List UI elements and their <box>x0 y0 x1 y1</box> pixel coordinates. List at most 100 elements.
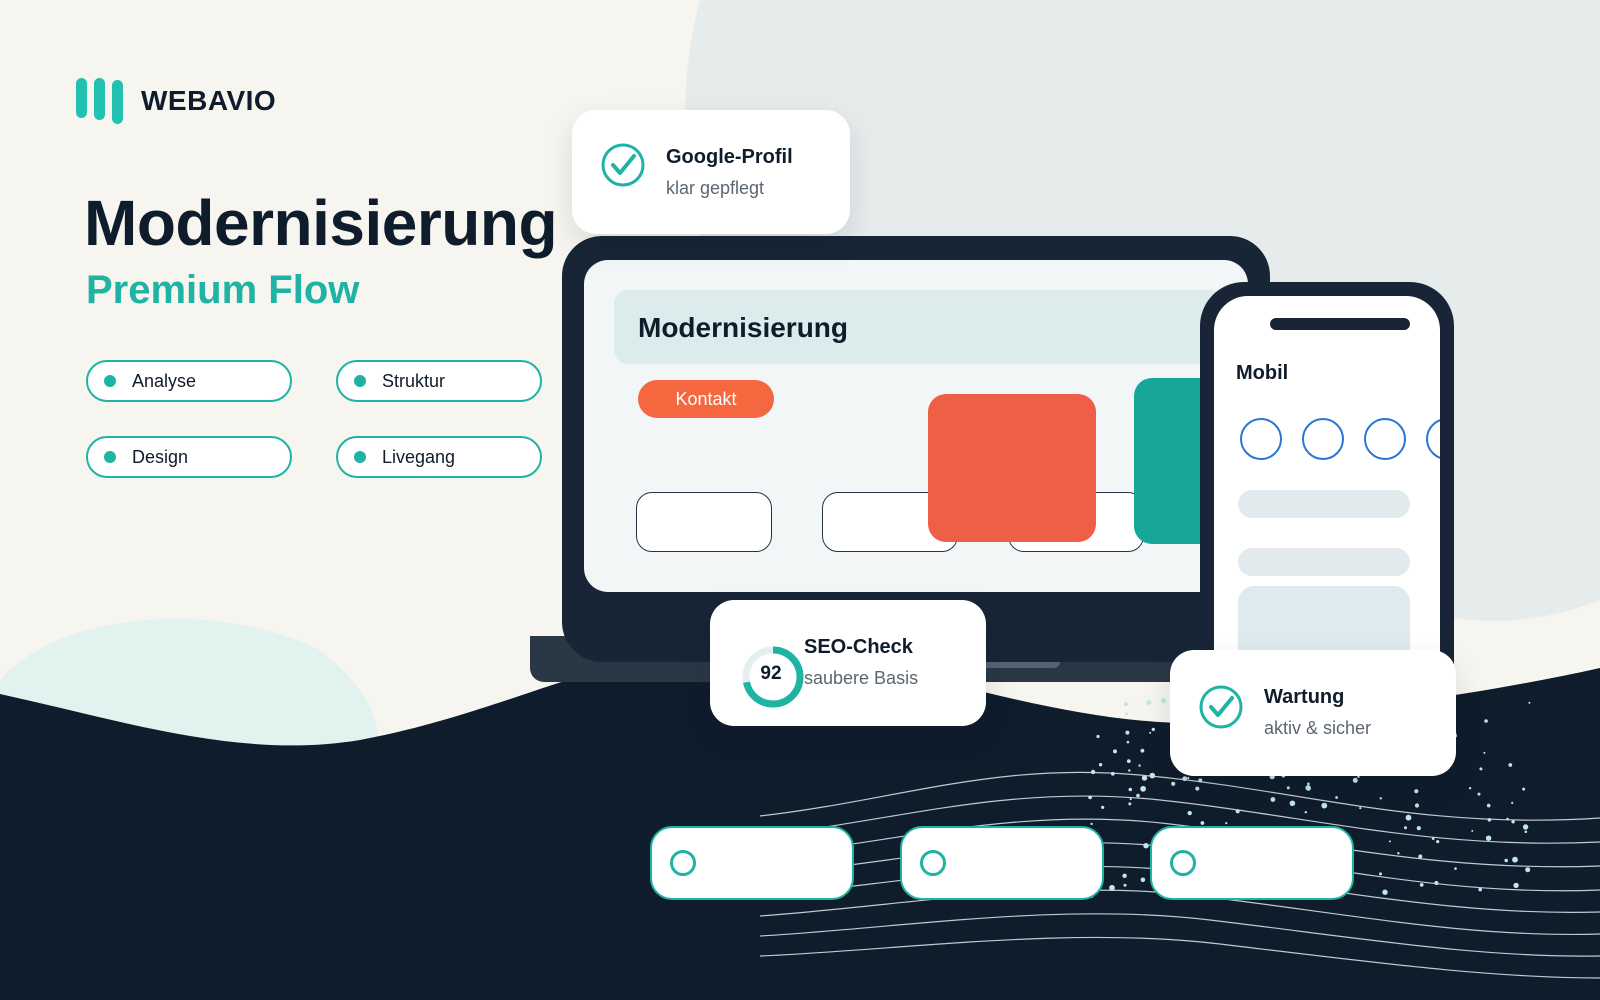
check-circle-icon <box>601 143 645 187</box>
decor-dot <box>1468 787 1472 790</box>
decor-dot <box>1182 776 1188 782</box>
decor-dot <box>1414 789 1419 794</box>
decor-dot <box>1414 803 1420 808</box>
step-label: Analyse <box>132 370 197 391</box>
decor-dot <box>1479 767 1483 771</box>
decor-dot <box>1125 712 1128 716</box>
option-chip[interactable] <box>900 826 1104 900</box>
decor-dot <box>1140 877 1146 883</box>
option-chip[interactable] <box>650 826 854 900</box>
decor-dot <box>1126 740 1130 744</box>
decor-dot <box>1436 840 1440 844</box>
decor-dot <box>1416 826 1421 831</box>
step-pill-analyse[interactable]: Analyse <box>86 360 292 402</box>
brand-name: WEBAVIO <box>141 85 277 116</box>
decor-dot <box>1431 837 1435 840</box>
card-title: Google-Profil <box>666 146 793 168</box>
circle-option-icon[interactable] <box>1240 418 1282 460</box>
decor-dot <box>1483 751 1486 754</box>
step-label: Design <box>132 446 189 467</box>
step-pill-struktur[interactable]: Struktur <box>336 360 542 402</box>
decor-dot <box>1487 818 1492 822</box>
decor-dot <box>1149 731 1152 734</box>
option-chip[interactable] <box>1150 826 1354 900</box>
decor-dot <box>1101 805 1105 810</box>
decor-dot <box>1359 807 1362 810</box>
decor-dot <box>1418 854 1423 859</box>
decor-dot <box>1405 814 1412 821</box>
bullet-dot-icon <box>354 451 366 463</box>
decor-dot <box>1149 772 1156 779</box>
decor-dot <box>1140 748 1145 753</box>
content-box <box>636 492 772 552</box>
decor-dot <box>1404 826 1407 830</box>
decor-dot <box>1110 771 1115 776</box>
decor-dot <box>1304 811 1308 814</box>
decor-dot <box>1511 801 1514 805</box>
card-subtitle: saubere Basis <box>804 668 919 688</box>
hero-title: Modernisierung <box>84 187 558 259</box>
decor-dot <box>1471 829 1474 832</box>
decor-dot <box>1525 867 1531 873</box>
card-subtitle: klar gepflegt <box>666 178 765 198</box>
radio-circle-icon <box>920 850 946 876</box>
decor-dot <box>1138 764 1141 767</box>
seo-check-card: SEO-Check saubere Basis <box>710 600 986 726</box>
decor-dot <box>1419 883 1424 887</box>
decor-dot <box>1270 797 1276 802</box>
decor-dot <box>1128 787 1133 792</box>
decor-dot <box>1123 702 1129 707</box>
bullet-dot-icon <box>104 451 116 463</box>
decor-dot <box>1146 700 1152 705</box>
decor-dot <box>1141 775 1148 781</box>
decor-dot <box>1357 775 1360 778</box>
card-subtitle: aktiv & sicher <box>1264 718 1372 738</box>
phone-label: Mobil <box>1236 362 1289 384</box>
laptop-mockup: Modernisierung Kontakt <box>562 236 1270 662</box>
decor-dot <box>1508 763 1513 767</box>
contact-button[interactable]: Kontakt <box>638 380 774 418</box>
decor-dot <box>1129 797 1132 801</box>
placeholder-bar <box>1238 548 1410 576</box>
bullet-dot-icon <box>354 375 366 387</box>
decor-dot <box>1151 727 1156 732</box>
hero-subtitle: Premium Flow <box>86 268 360 312</box>
decor-dot <box>1090 822 1093 826</box>
decor-dot <box>1128 802 1132 806</box>
decor-dot <box>1504 858 1508 863</box>
decor-dot <box>1098 763 1103 767</box>
step-pill-design[interactable]: Design <box>86 436 292 478</box>
step-pill-livegang[interactable]: Livegang <box>336 436 542 478</box>
maintenance-card: Wartung aktiv & sicher <box>1170 650 1456 776</box>
decor-dot <box>1195 786 1200 791</box>
decor-dot <box>1478 887 1482 892</box>
google-profile-card: Google-Profil klar gepflegt <box>572 110 850 234</box>
seo-score-value: 92 <box>760 663 782 684</box>
seo-score-gauge <box>742 646 804 708</box>
brand-logo[interactable]: WEBAVIO <box>76 78 276 124</box>
decor-dot <box>1485 835 1492 841</box>
decor-dot <box>1096 734 1100 739</box>
decor-dot <box>1090 769 1096 775</box>
circle-option-icon[interactable] <box>1426 418 1440 460</box>
decor-dot <box>1286 786 1290 790</box>
decor-dot <box>1289 800 1296 807</box>
circle-option-icon[interactable] <box>1302 418 1344 460</box>
decor-dot <box>1379 872 1382 876</box>
screen-header: Modernisierung <box>614 290 1224 364</box>
bullet-dot-icon <box>104 375 116 387</box>
decor-dot <box>1477 792 1481 796</box>
decor-dot <box>1434 880 1439 886</box>
radio-circle-icon <box>670 850 696 876</box>
decor-dot <box>1307 782 1310 786</box>
decor-dot <box>1524 830 1528 834</box>
circle-option-icon[interactable] <box>1364 418 1406 460</box>
decor-dot <box>1125 730 1130 735</box>
decor-dot <box>1522 824 1529 830</box>
card-title: Wartung <box>1264 686 1345 708</box>
decor-dot <box>1379 797 1383 800</box>
accent-block-coral <box>928 394 1096 542</box>
decor-dot <box>1382 889 1388 895</box>
decor-dot <box>1200 821 1205 825</box>
decor-dot <box>1143 843 1149 849</box>
